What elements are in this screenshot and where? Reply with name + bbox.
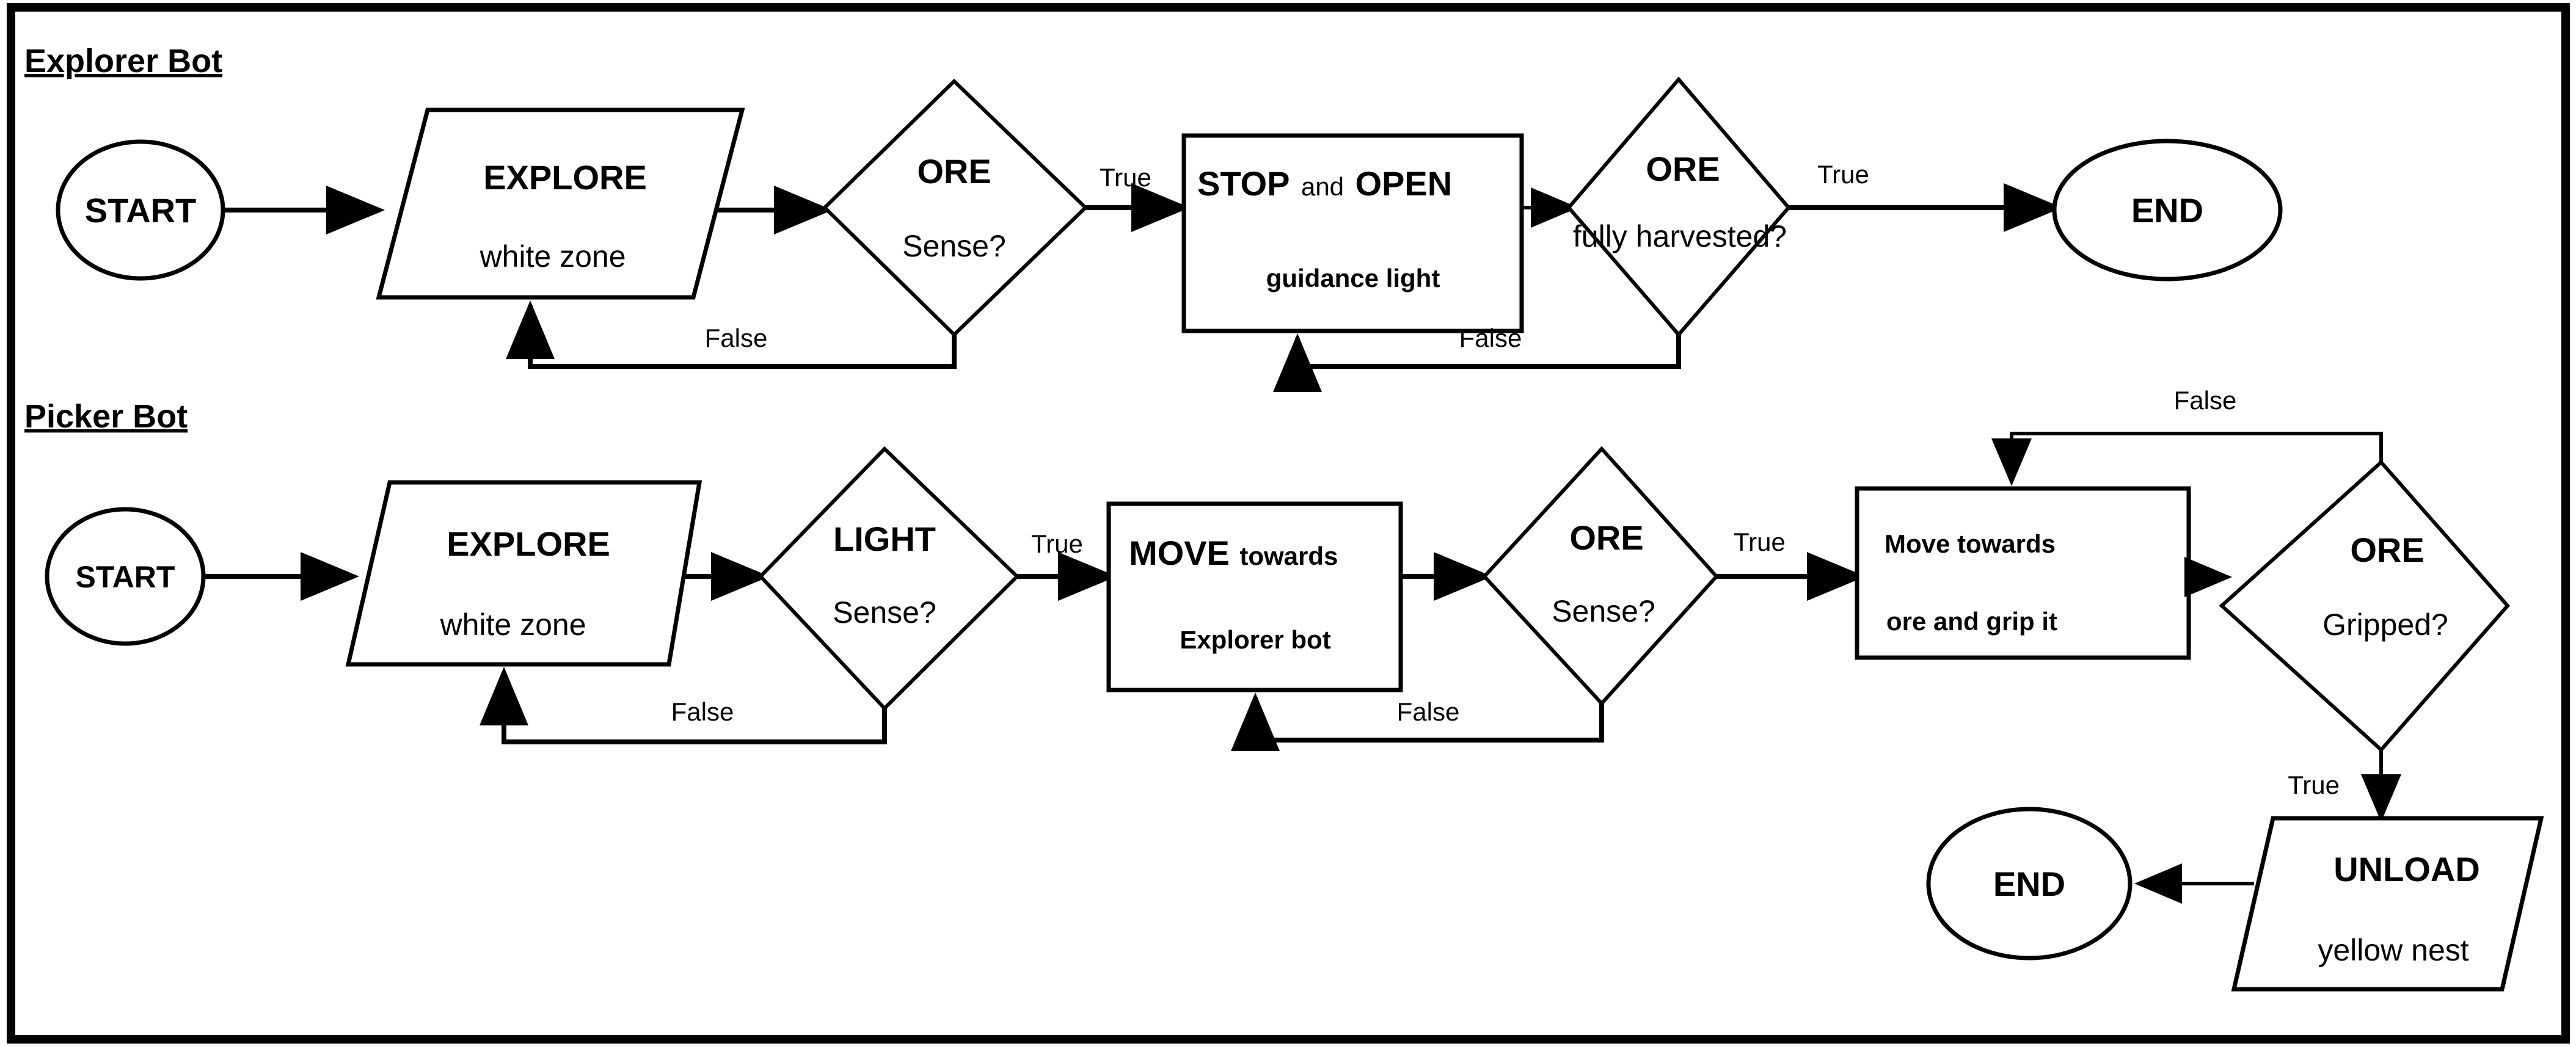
node-label-sub: yellow nest xyxy=(2318,933,2468,967)
node-picker-light-sense[interactable]: LIGHT Sense? xyxy=(757,446,1020,711)
edge-label-false-harvested: False xyxy=(1459,324,1522,352)
edge-label-true-harvested: True xyxy=(1817,160,1869,189)
node-explorer-start[interactable]: START xyxy=(56,139,225,281)
edge-label-true-gripped: True xyxy=(2288,771,2340,799)
edge-label-true-light: True xyxy=(1031,529,1083,558)
section-heading-explorer: Explorer Bot xyxy=(24,43,222,79)
node-label-sub: white zone xyxy=(439,608,586,642)
node-explorer-ore-sense[interactable]: ORE Sense? xyxy=(822,78,1089,338)
node-picker-ore-sense[interactable]: ORE Sense? xyxy=(1481,446,1720,706)
node-label-sub: fully harvested? xyxy=(1573,219,1787,253)
node-label-sub: white zone xyxy=(479,239,626,274)
node-label: START xyxy=(76,560,175,594)
node-label: END xyxy=(1993,865,2065,903)
edge-label-true-explorer-ore: True xyxy=(1100,163,1151,192)
node-explorer-end[interactable]: END xyxy=(2052,139,2283,281)
node-label-line1: Move towards xyxy=(1885,529,2056,558)
node-explorer-explore[interactable]: EXPLORE white zone xyxy=(376,107,745,300)
edge-label-false-gripped: False xyxy=(2174,386,2237,415)
edge-label-false-light: False xyxy=(671,697,734,726)
node-label-main: ORE xyxy=(2350,531,2424,569)
node-picker-end[interactable]: END xyxy=(1926,807,2133,961)
node-label-main: ORE xyxy=(1646,150,1720,188)
node-label-towards: towards xyxy=(1239,542,1338,570)
node-explorer-stop-open[interactable]: STOP and OPEN guidance light xyxy=(1181,133,1524,333)
edge-gripped-false-to-grip xyxy=(1991,432,2383,486)
node-label: START xyxy=(85,191,197,230)
node-label-main: MOVE towards xyxy=(1129,534,1338,572)
node-picker-explore[interactable]: EXPLORE white zone xyxy=(345,480,702,667)
node-label-sub: Sense? xyxy=(1552,594,1655,628)
node-picker-move-explorer[interactable]: MOVE towards Explorer bot xyxy=(1106,501,1403,692)
node-label-main: EXPLORE xyxy=(483,158,647,197)
node-label-main: ORE xyxy=(917,152,991,191)
node-label-sub: Sense? xyxy=(833,595,936,630)
edge-label-true-pore: True xyxy=(1734,528,1786,556)
node-label-main: LIGHT xyxy=(833,520,936,558)
node-label-main: EXPLORE xyxy=(447,525,610,563)
node-label-move: MOVE xyxy=(1129,534,1230,572)
node-label-stop: STOP xyxy=(1197,164,1290,203)
node-picker-start[interactable]: START xyxy=(45,507,206,646)
node-label-line2: ore and grip it xyxy=(1886,607,2057,636)
edge-label-false-pore: False xyxy=(1397,697,1460,726)
section-heading-picker: Picker Bot xyxy=(24,398,188,435)
edge-light-false-to-pexplore xyxy=(480,667,887,744)
node-label-sub: Explorer bot xyxy=(1180,625,1330,654)
node-explorer-ore-harvested[interactable]: ORE fully harvested? xyxy=(1566,76,1791,338)
node-picker-grip-ore[interactable]: Move towards ore and grip it xyxy=(1855,486,2191,660)
edge-ore-false-to-explore xyxy=(506,300,957,369)
node-label-open: OPEN xyxy=(1355,164,1452,203)
node-label: END xyxy=(2131,191,2203,230)
edge-label-false-explorer-ore: False xyxy=(705,324,768,352)
node-label-sub: Gripped? xyxy=(2322,608,2448,642)
node-label-main: UNLOAD xyxy=(2333,850,2480,888)
node-picker-unload[interactable]: UNLOAD yellow nest xyxy=(2231,816,2544,992)
edge-pore-false-to-move xyxy=(1231,692,1604,751)
node-label-and: and xyxy=(1301,172,1344,201)
node-label-sub: guidance light xyxy=(1266,264,1440,292)
node-label-main: STOP and OPEN xyxy=(1197,164,1452,203)
node-label-main: ORE xyxy=(1569,518,1643,557)
node-picker-ore-gripped[interactable]: ORE Gripped? xyxy=(2219,459,2510,753)
node-label-sub: Sense? xyxy=(902,229,1006,263)
diagram-border xyxy=(7,3,2570,1044)
edge-harvested-false-to-stop xyxy=(1273,333,1681,392)
